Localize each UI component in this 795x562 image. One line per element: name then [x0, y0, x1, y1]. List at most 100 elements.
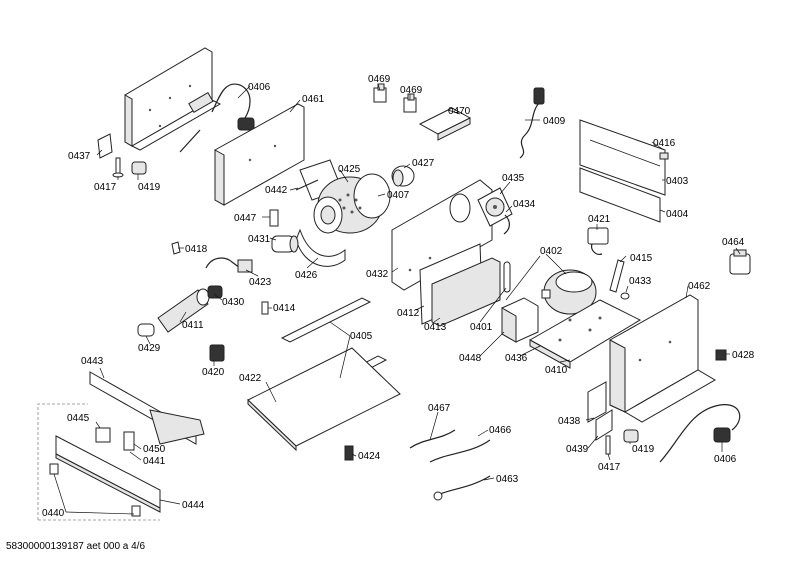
part-0419-nut-top — [131, 161, 147, 175]
callout-0467: 0467 — [428, 403, 451, 414]
callout-0418: 0418 — [185, 244, 208, 255]
part-0444-strip — [55, 435, 161, 513]
part-0417-screw-top — [112, 157, 124, 178]
callout-0419-bottom: 0419 — [632, 444, 655, 455]
callout-0464: 0464 — [722, 237, 745, 248]
callout-0424: 0424 — [358, 451, 381, 462]
part-0434-cable — [503, 214, 510, 235]
callout-0423: 0423 — [249, 277, 272, 288]
leader-lines — [53, 83, 741, 515]
callout-0466: 0466 — [489, 425, 512, 436]
callout-0402: 0402 — [540, 246, 563, 257]
part-0442-rod — [295, 179, 319, 191]
callout-0442: 0442 — [265, 185, 288, 196]
part-0406-cable-top — [179, 83, 255, 153]
group-frame-dashed — [37, 403, 160, 521]
part-0463-wire — [433, 475, 491, 501]
callout-0441: 0441 — [143, 456, 166, 467]
callout-0404: 0404 — [666, 209, 689, 220]
callout-0414: 0414 — [273, 303, 296, 314]
part-0437-bracket-panel — [124, 47, 222, 151]
part-0466-wire — [429, 439, 491, 463]
callout-0406-top: 0406 — [248, 82, 271, 93]
callout-0432: 0432 — [366, 269, 389, 280]
callout-0469-a: 0469 — [368, 74, 391, 85]
part-0432-panel — [391, 179, 493, 291]
callout-0420: 0420 — [202, 367, 225, 378]
callout-0439: 0439 — [566, 444, 589, 455]
part-0426-bracket — [295, 228, 346, 267]
part-0469-clip-a — [373, 83, 387, 103]
part-0413-evaporator — [431, 257, 501, 327]
part-0461-panel — [214, 103, 305, 206]
callout-0469-b: 0469 — [400, 85, 423, 96]
part-0438-bracket — [587, 381, 607, 423]
callout-0405: 0405 — [350, 331, 373, 342]
callout-0413: 0413 — [424, 322, 447, 333]
callout-labels: 0406 0461 0469 0469 0470 0409 0437 0417 … — [42, 74, 755, 519]
part-0445-plug — [95, 427, 111, 443]
part-0415-tube — [609, 259, 625, 293]
callout-0440: 0440 — [42, 508, 65, 519]
part-0462-panel — [609, 294, 716, 423]
part-0436-base — [528, 299, 642, 369]
part-0417-screw-bottom — [605, 435, 611, 455]
callout-0450: 0450 — [143, 444, 166, 455]
callout-0410: 0410 — [545, 365, 568, 376]
callout-0444: 0444 — [182, 500, 205, 511]
callout-0419-top: 0419 — [138, 182, 161, 193]
callout-0416: 0416 — [653, 138, 676, 149]
part-0403-panel — [579, 119, 666, 196]
callout-0437: 0437 — [68, 151, 91, 162]
part-0419-nut-bottom — [623, 429, 639, 443]
callout-0462: 0462 — [688, 281, 711, 292]
part-0416-clip — [659, 152, 669, 160]
part-0418-clip — [171, 241, 181, 255]
part-0448-box — [501, 297, 539, 343]
callout-0401: 0401 — [470, 322, 493, 333]
callout-0430: 0430 — [222, 297, 245, 308]
part-0406-cable-bottom — [659, 404, 741, 463]
callout-0421: 0421 — [588, 214, 611, 225]
callout-0447: 0447 — [234, 213, 257, 224]
part-0422-tray — [247, 347, 401, 452]
callout-0426: 0426 — [295, 270, 318, 281]
part-0414-pin — [261, 301, 269, 315]
part-0430-socket — [207, 285, 223, 299]
part-0425-fan-housing — [299, 159, 391, 234]
part-0428-clip — [715, 349, 727, 361]
part-0464-cover — [729, 249, 751, 275]
part-0467-wire — [409, 429, 456, 449]
callout-0417-bottom: 0417 — [598, 462, 621, 473]
document-footer-code: 58300000139187 aet 000 a 4/6 — [6, 541, 146, 552]
part-0470-rail — [418, 107, 472, 141]
callout-0425: 0425 — [338, 164, 361, 175]
part-0435-fan — [477, 187, 513, 227]
callout-0406-bottom: 0406 — [714, 454, 737, 465]
callout-0436: 0436 — [505, 353, 528, 364]
part-0420-switch — [209, 344, 225, 362]
callout-0461: 0461 — [302, 94, 325, 105]
callout-0422: 0422 — [239, 373, 262, 384]
part-0401-filter — [503, 261, 511, 293]
callout-0463: 0463 — [496, 474, 519, 485]
part-0421-relay — [587, 227, 609, 255]
part-0429-socket — [137, 323, 155, 337]
callout-0409: 0409 — [543, 116, 566, 127]
callout-0412: 0412 — [397, 308, 420, 319]
part-0427-cap — [391, 165, 415, 187]
part-0404-panel — [579, 167, 661, 223]
callout-0438: 0438 — [558, 416, 581, 427]
part-0424-screw — [344, 445, 354, 461]
part-0431-capacitor — [271, 235, 299, 253]
callout-0411: 0411 — [182, 320, 204, 331]
callout-0470: 0470 — [448, 106, 471, 117]
callout-0403: 0403 — [666, 176, 689, 187]
part-0411-tube — [157, 288, 210, 333]
callout-0433: 0433 — [629, 276, 652, 287]
callout-0448: 0448 — [459, 353, 482, 364]
part-0447-clip — [269, 209, 279, 227]
callout-0443: 0443 — [81, 356, 104, 367]
part-0423-wiring — [205, 257, 253, 273]
